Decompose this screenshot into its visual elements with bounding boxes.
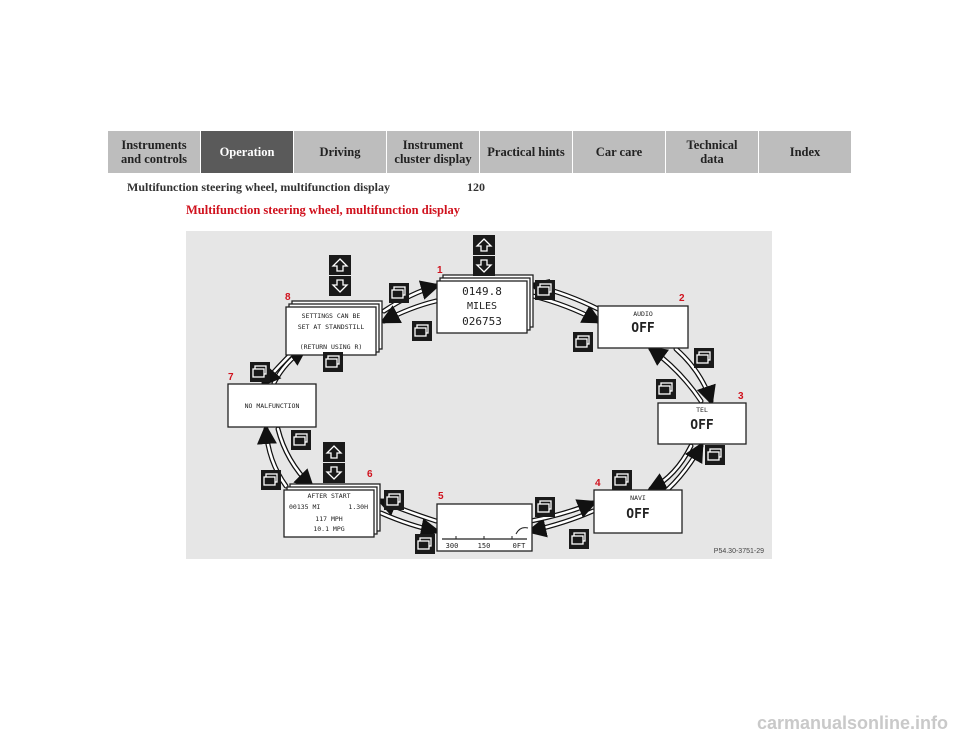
page-back-button-icon xyxy=(322,351,344,373)
screen-3-label: TEL xyxy=(696,406,708,414)
page-back-button-icon xyxy=(655,378,677,400)
page-forward-button-icon xyxy=(388,282,410,304)
page-forward-button-icon xyxy=(704,444,726,466)
screen-5-scale-0: 0FT xyxy=(513,542,526,550)
tab-instrument-cluster-display[interactable]: Instrument cluster display xyxy=(387,131,480,173)
screen-8-line1: SETTINGS CAN BE xyxy=(302,312,361,320)
page-title: Multifunction steering wheel, multifunct… xyxy=(186,203,460,217)
screen-3-value: OFF xyxy=(690,418,714,433)
page-back-button-icon xyxy=(611,469,633,491)
callout-6: 6 xyxy=(367,469,373,480)
screen-1-odometer: 0149.8 MILES 026753 xyxy=(436,274,534,334)
screen-2-audio: AUDIO OFF xyxy=(597,305,689,349)
screen-3-tel: TEL OFF xyxy=(657,402,747,445)
tab-index[interactable]: Index xyxy=(759,131,851,173)
page-forward-button-icon xyxy=(249,361,271,383)
screen-1-unit: MILES xyxy=(467,301,497,312)
screen-7-text: NO MALFUNCTION xyxy=(245,402,300,410)
screen-5-scale-150: 150 xyxy=(478,542,491,550)
scroll-down-button-icon xyxy=(328,275,352,297)
callout-8: 8 xyxy=(285,292,291,303)
screen-2-label: AUDIO xyxy=(633,310,653,318)
callout-5: 5 xyxy=(438,491,444,502)
page-back-button-icon xyxy=(411,320,433,342)
screen-8-line2: SET AT STANDSTILL xyxy=(298,323,365,331)
watermark: carmanualsonline.info xyxy=(756,713,948,733)
chapter-nav: Instruments and controls Operation Drivi… xyxy=(108,131,851,173)
callout-4: 4 xyxy=(595,478,601,489)
scroll-up-button-icon xyxy=(328,254,352,276)
screen-6-line1: AFTER START xyxy=(307,492,350,500)
scroll-up-button-icon xyxy=(322,441,346,463)
screen-1-trip: 0149.8 xyxy=(462,285,502,298)
page-back-button-icon xyxy=(260,469,282,491)
tab-practical-hints[interactable]: Practical hints xyxy=(480,131,573,173)
display-cycle-figure: SETTINGS CAN BE SET AT STANDSTILL (RETUR… xyxy=(186,231,772,559)
screen-8-settings: SETTINGS CAN BE SET AT STANDSTILL (RETUR… xyxy=(285,300,383,356)
page-forward-button-icon xyxy=(534,496,556,518)
screen-4-label: NAVI xyxy=(630,494,646,502)
screen-6-line4: 10.1 MPG xyxy=(313,525,344,533)
screen-1-total: 026753 xyxy=(462,315,502,328)
screen-4-navi: NAVI OFF xyxy=(593,489,683,534)
tab-instruments-and-controls[interactable]: Instruments and controls xyxy=(108,131,201,173)
callout-2: 2 xyxy=(679,293,685,304)
tab-technical-data[interactable]: Technical data xyxy=(666,131,759,173)
screen-4-value: OFF xyxy=(626,507,650,522)
screen-5-scale-300: 300 xyxy=(446,542,459,550)
screen-6-line3: 117 MPH xyxy=(315,515,342,523)
screen-8-line3: (RETURN USING R) xyxy=(300,343,363,351)
page-back-button-icon xyxy=(414,533,436,555)
page-forward-button-icon xyxy=(693,347,715,369)
page-forward-button-icon xyxy=(534,279,556,301)
screen-7-status: NO MALFUNCTION xyxy=(227,383,317,428)
screen-2-value: OFF xyxy=(631,321,655,336)
figure-reference-code: P54.30-3751-29 xyxy=(713,548,764,555)
page-forward-button-icon xyxy=(290,429,312,451)
screen-6-after-start: AFTER START 00135 MI 1.30H 117 MPH 10.1 … xyxy=(283,483,381,538)
page-forward-button-icon xyxy=(383,489,405,511)
screen-5-distance: 300 150 0FT xyxy=(436,503,533,552)
callout-7: 7 xyxy=(228,372,234,383)
scroll-up-button-icon xyxy=(472,234,496,256)
tab-driving[interactable]: Driving xyxy=(294,131,387,173)
callout-3: 3 xyxy=(738,391,744,402)
screen-6-line2b: 1.30H xyxy=(348,503,368,511)
screen-6-line2a: 00135 MI xyxy=(289,503,320,511)
page-back-button-icon xyxy=(572,331,594,353)
tab-car-care[interactable]: Car care xyxy=(573,131,666,173)
display-cycle-diagram: SETTINGS CAN BE SET AT STANDSTILL (RETUR… xyxy=(227,234,747,555)
scroll-down-button-icon xyxy=(472,255,496,277)
scroll-down-button-icon xyxy=(322,462,346,484)
page-back-button-icon xyxy=(568,528,590,550)
car-outline-icon xyxy=(515,527,529,535)
page-number: 120 xyxy=(467,180,485,194)
callout-1: 1 xyxy=(437,265,443,276)
tab-operation[interactable]: Operation xyxy=(201,131,294,173)
section-header: Multifunction steering wheel, multifunct… xyxy=(127,180,391,194)
